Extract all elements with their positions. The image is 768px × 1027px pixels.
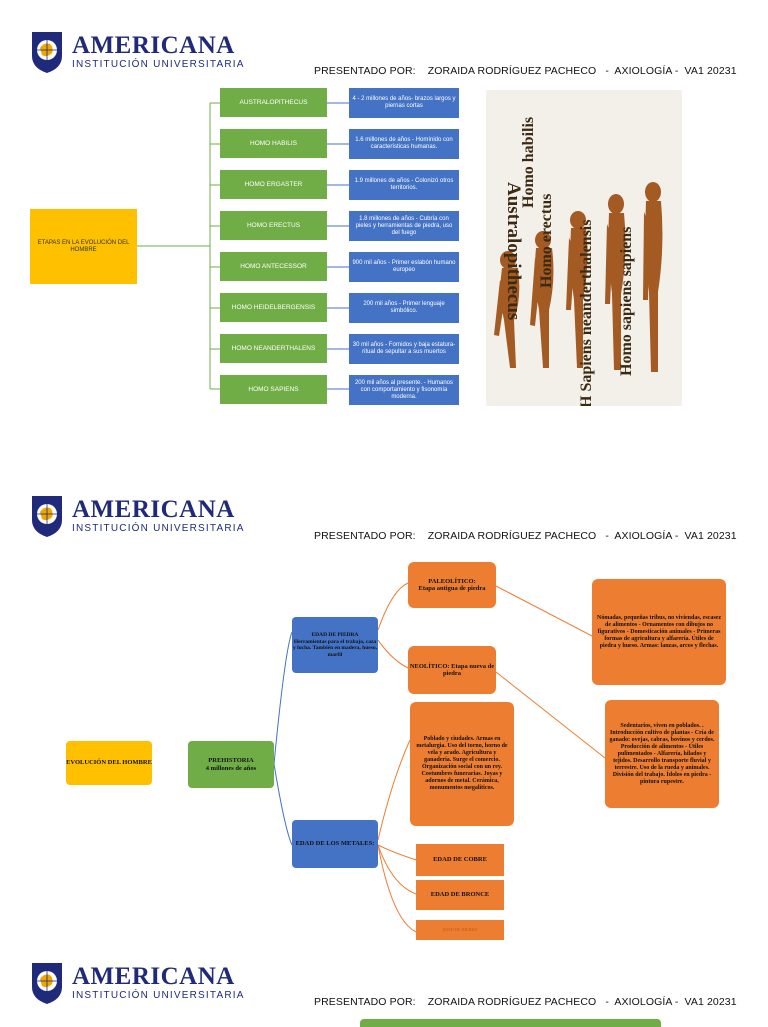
mindmap-connectors bbox=[273, 582, 606, 933]
presented-by: PRESENTADO POR: ZORAIDA RODRÍGUEZ PACHEC… bbox=[314, 530, 737, 542]
logo-subtitle: INSTITUCIÓN UNIVERSITARIA bbox=[72, 523, 245, 534]
stage-homo-habilis: HOMO HABILIS bbox=[220, 129, 327, 158]
stage-homo-erectus: HOMO ERECTUS bbox=[220, 211, 327, 240]
stage-description: 1.8 millones de años - Cubría con pieles… bbox=[349, 211, 459, 241]
node-edad-metales: EDAD DE LOS METALES: bbox=[292, 820, 378, 868]
americana-logo: AMERICANA INSTITUCIÓN UNIVERSITARIA bbox=[30, 494, 245, 538]
stage-description: 1.9 millones de años - Colonizó otros te… bbox=[349, 170, 459, 200]
shield-icon bbox=[30, 961, 64, 1005]
label-homo-erectus: Homo erectus bbox=[538, 193, 555, 288]
node-edad-bronce: EDAD DE BRONCE bbox=[416, 880, 504, 910]
node-prehistoria: PREHISTORIA 4 millones de años bbox=[188, 741, 274, 788]
stage-description: 200 mil años - Primer lenguaje simbólico… bbox=[349, 293, 459, 323]
stage-description: 900 mil años - Primer eslabón humano eur… bbox=[349, 252, 459, 282]
node-edad-piedra: EDAD DE PIEDRA Herramientas para el trab… bbox=[292, 617, 378, 673]
stage-homo-ergaster: HOMO ERGASTER bbox=[220, 170, 327, 199]
logo-name: AMERICANA bbox=[72, 496, 235, 523]
stage-description: 200 mil años al presente. - Humanos con … bbox=[349, 375, 459, 405]
stage-description: 4 - 2 millones de años- brazos largos y … bbox=[349, 88, 459, 118]
neolitico-description: Sedentarios, viven en poblados. . Introd… bbox=[605, 700, 719, 808]
node-edad-cobre: EDAD DE COBRE bbox=[416, 844, 504, 876]
logo-subtitle: INSTITUCIÓN UNIVERSITARIA bbox=[72, 59, 245, 70]
stage-homo-sapiens: HOMO SAPIENS bbox=[220, 375, 327, 404]
stage-homo-neanderthalens: HOMO NEANDERTHALENS bbox=[220, 334, 327, 363]
paleolitico-description: Nómadas, pequeñas tribus, no viviendas, … bbox=[592, 579, 726, 685]
label-homo-sapiens: Homo sapiens sapiens bbox=[618, 226, 635, 376]
presented-by: PRESENTADO POR: ZORAIDA RODRÍGUEZ PACHEC… bbox=[314, 996, 737, 1008]
stage-homo-antecessor: HOMO ANTECESSOR bbox=[220, 252, 327, 281]
next-page-box bbox=[360, 1019, 661, 1027]
stage-description: 1.6 millones de años - Homínido con cara… bbox=[349, 129, 459, 159]
stage-description: 30 mil años - Fornidos y baja estatura- … bbox=[349, 334, 459, 364]
americana-logo: AMERICANA INSTITUCIÓN UNIVERSITARIA bbox=[30, 30, 245, 74]
evolution-figures bbox=[494, 182, 663, 372]
root-topic: ETAPAS EN LA EVOLUCIÓN DEL HOMBRE bbox=[30, 209, 137, 284]
logo-name: AMERICANA bbox=[72, 32, 235, 59]
logo-subtitle: INSTITUCIÓN UNIVERSITARIA bbox=[72, 990, 245, 1001]
shield-icon bbox=[30, 494, 64, 538]
root-evolucion: EVOLUCIÓN DEL HOMBRE bbox=[66, 741, 152, 785]
label-neanderthalensis: H Sapiens neanderthalensis bbox=[578, 219, 595, 406]
node-neolitico: NEOLÍTICO: Etapa nueva de piedra bbox=[408, 646, 496, 694]
americana-logo: AMERICANA INSTITUCIÓN UNIVERSITARIA bbox=[30, 961, 245, 1005]
metales-description: Poblado y ciudades. Armas en metalurgia.… bbox=[410, 702, 514, 826]
node-edad-hierro: EDAD DE HIERRO bbox=[416, 920, 504, 940]
stage-connectors bbox=[137, 102, 349, 390]
evolution-illustration: Australopithecus Homo habilis Homo erect… bbox=[486, 90, 682, 406]
node-paleolitico: PALEOLÍTICO: Etapa antigua de piedra bbox=[408, 562, 496, 608]
logo-name: AMERICANA bbox=[72, 963, 235, 990]
shield-icon bbox=[30, 30, 64, 74]
label-homo-habilis: Homo habilis bbox=[520, 116, 537, 208]
stage-australopithecus: AUSTRALOPITHECUS bbox=[220, 88, 327, 117]
presented-by: PRESENTADO POR: ZORAIDA RODRÍGUEZ PACHEC… bbox=[314, 65, 737, 77]
stage-homo-heidelbergensis: HOMO HEIDELBERGENSIS bbox=[220, 293, 327, 322]
